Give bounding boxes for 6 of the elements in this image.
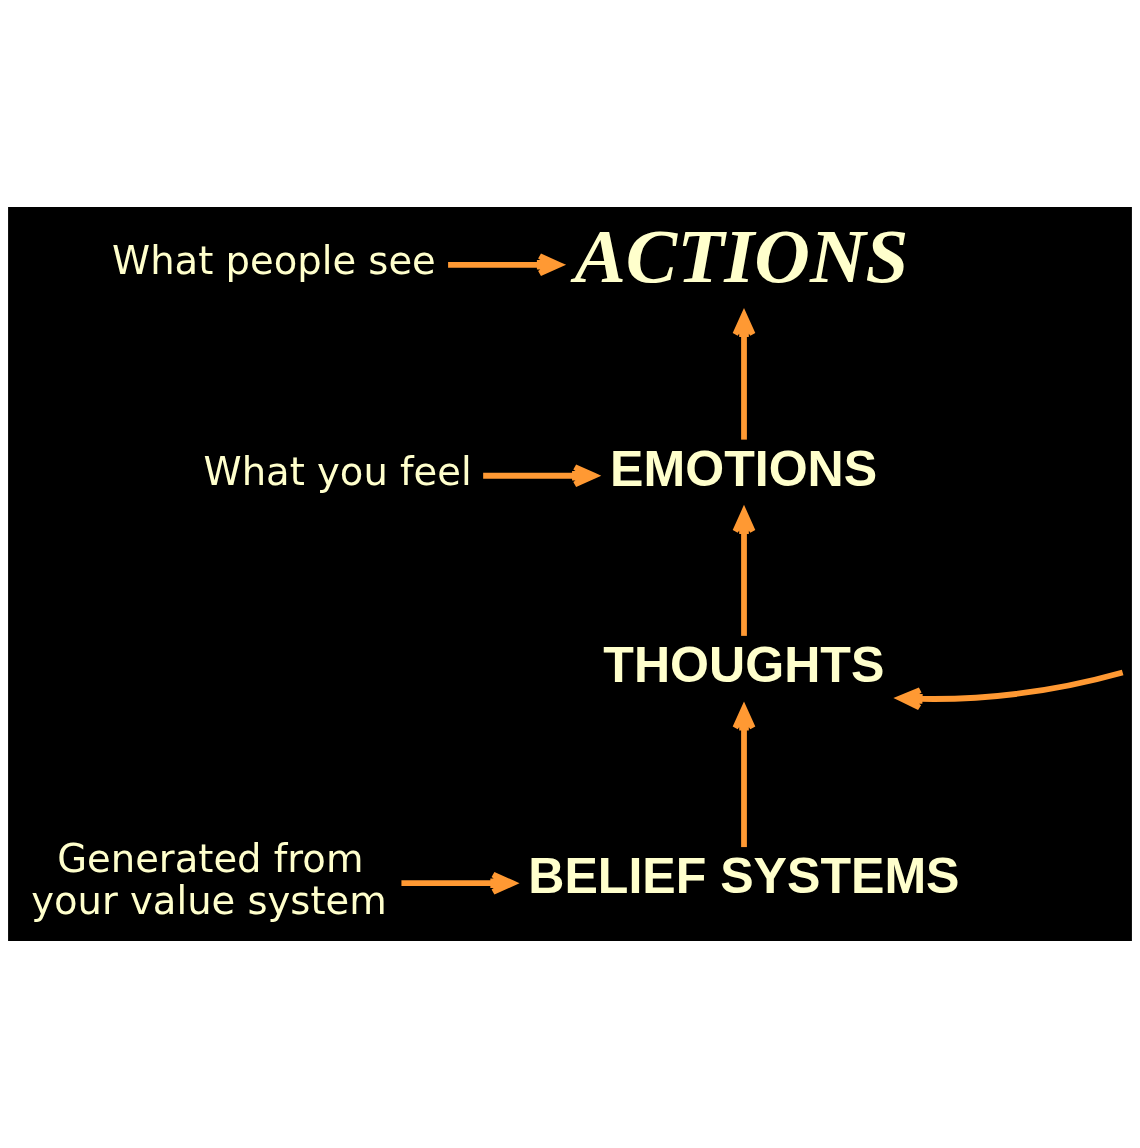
node-text: Generated from your value system — [31, 835, 387, 924]
node-text: What people see — [112, 238, 436, 284]
node-text: What you feel — [203, 449, 472, 495]
node-text: THOUGHTS — [603, 637, 885, 694]
node-text: EMOTIONS — [610, 440, 878, 497]
node-text: BELIEF SYSTEMS — [528, 848, 960, 905]
